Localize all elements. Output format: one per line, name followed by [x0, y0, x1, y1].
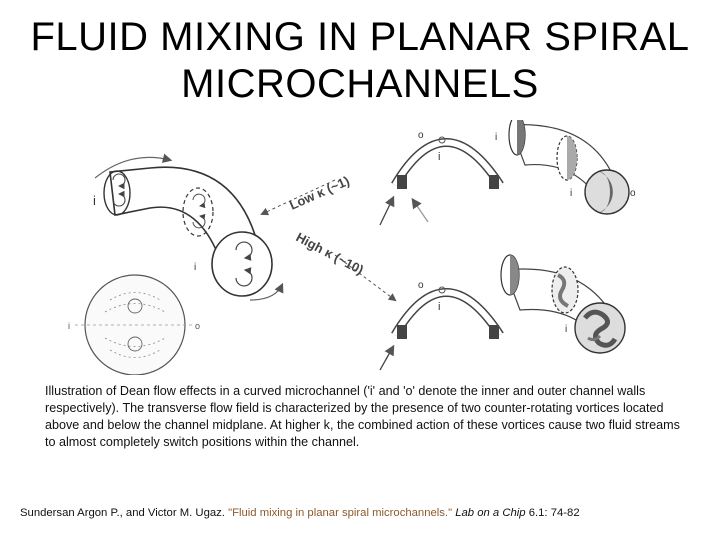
regime-labels: Low κ (~1) High κ (~10): [260, 173, 397, 302]
cross-section-flow-field: i o: [68, 274, 200, 375]
outer-label-low: o: [418, 130, 424, 141]
dean-flow-figure: i i i o Low κ (~1) High κ (~10) i o: [68, 120, 636, 375]
citation-title: "Fluid mixing in planar spiral microchan…: [228, 507, 453, 519]
title-line-1: FLUID MIXING IN PLANAR SPIRAL: [30, 15, 690, 59]
citation: Sundersan Argon P., and Victor M. Ugaz. …: [20, 507, 710, 519]
inner-label-tube-low: i: [495, 132, 497, 143]
low-kappa-label: Low κ (~1): [287, 173, 352, 213]
u-channel-high: i o: [379, 280, 504, 371]
inner-wall-label-3: i: [68, 321, 70, 331]
tube-sections-high: i: [500, 254, 626, 354]
figure-caption: Illustration of Dean flow effects in a c…: [45, 384, 680, 449]
inner-label-low: i: [438, 151, 440, 163]
curved-channel-schematic: i i: [93, 153, 284, 301]
slide-title: FLUID MIXING IN PLANAR SPIRAL MICROCHANN…: [0, 14, 720, 108]
outer-label-tube-low: o: [630, 188, 636, 199]
high-kappa-label: High κ (~10): [294, 229, 366, 277]
citation-issue: 6.1: 74-82: [525, 507, 580, 519]
inner-label-tube-high: i: [565, 324, 567, 335]
citation-journal: Lab on a Chip: [452, 507, 526, 519]
inner-wall-label: i: [93, 193, 96, 208]
outer-wall-label: o: [195, 321, 200, 331]
u-channel-low: i o: [379, 130, 504, 226]
inner-label-tube-low-2: i: [570, 188, 572, 199]
citation-authors: Sundersan Argon P., and Victor M. Ugaz.: [20, 507, 229, 519]
inner-wall-label-2: i: [194, 262, 196, 273]
title-line-2: MICROCHANNELS: [181, 62, 539, 106]
inner-label-high: i: [438, 301, 440, 313]
tube-sections-low: i i o: [495, 120, 636, 215]
outer-label-high: o: [418, 280, 424, 291]
